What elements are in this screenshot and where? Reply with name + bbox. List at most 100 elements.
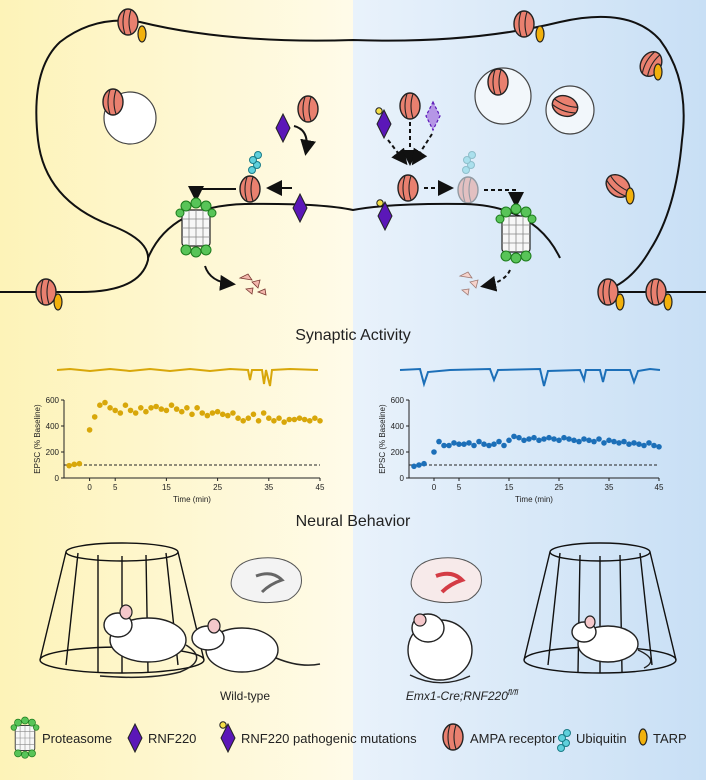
data-point [219, 411, 226, 418]
data-point [260, 410, 267, 416]
data-point [421, 460, 427, 467]
data-point [441, 442, 447, 449]
mutant-cage-illustration [523, 542, 677, 674]
data-point [281, 419, 287, 425]
data-point [245, 415, 252, 422]
data-point [556, 437, 562, 444]
x-tick-label: 5 [113, 483, 118, 492]
data-point [651, 442, 657, 449]
y-tick-label: 0 [55, 474, 60, 483]
data-point [461, 441, 467, 448]
y-tick-label: 0 [400, 474, 405, 483]
data-point [178, 408, 185, 415]
y-axis-label: EPSC (% Baseline) [378, 404, 387, 474]
data-point [143, 408, 149, 415]
data-point [566, 436, 572, 442]
data-point [240, 418, 246, 424]
x-tick-label: 25 [555, 483, 564, 492]
data-point [486, 442, 492, 449]
wt-epsc-trace [56, 367, 319, 387]
data-point [431, 449, 437, 455]
data-point [132, 410, 139, 416]
data-point [466, 440, 472, 446]
neural-behavior-title: Neural Behavior [296, 513, 411, 530]
data-point [636, 441, 642, 448]
data-point [76, 460, 83, 467]
data-point [102, 399, 108, 406]
data-point [91, 414, 98, 420]
y-axis-label: EPSC (% Baseline) [33, 404, 42, 474]
data-point [153, 403, 159, 410]
legend-proteasome-label: Proteasome [42, 731, 112, 746]
data-point [97, 402, 103, 409]
data-point [581, 436, 587, 442]
data-point [189, 411, 195, 418]
mutant-pathway [375, 10, 673, 311]
x-axis-label: Time (min) [515, 495, 553, 504]
wild-type-label: Wild-type [220, 689, 270, 703]
x-tick-label: 15 [505, 483, 514, 492]
mutant-label: Emx1-Cre;RNF220fl/fl [406, 688, 518, 703]
data-point [626, 441, 632, 448]
mutant-brain-icon [410, 557, 482, 604]
y-tick-label: 200 [46, 448, 60, 457]
data-point [481, 441, 487, 448]
data-point [656, 444, 662, 450]
wt-mouse-free [191, 618, 321, 673]
x-axis-label: Time (min) [173, 495, 211, 504]
data-point [86, 427, 93, 433]
legend-tarp-label: TARP [653, 731, 687, 746]
data-point [250, 411, 257, 418]
y-tick-label: 200 [391, 448, 405, 457]
data-point [117, 410, 124, 416]
data-point [456, 441, 462, 448]
data-point [526, 436, 532, 442]
data-point [301, 416, 308, 423]
spine-outline [0, 15, 706, 293]
y-tick-label: 600 [46, 396, 60, 405]
legend-ampa-icon [442, 723, 464, 751]
data-point [616, 440, 622, 446]
data-point [501, 442, 507, 449]
legend-rnf220-mutation-label: RNF220 pathogenic mutations [241, 731, 417, 746]
data-point [411, 463, 417, 470]
data-point [491, 441, 497, 448]
data-point [611, 438, 617, 445]
synaptic-activity-title: Synaptic Activity [295, 327, 411, 344]
data-point [225, 412, 231, 419]
data-point [436, 438, 442, 445]
x-tick-label: 0 [432, 483, 437, 492]
data-point [173, 406, 180, 412]
data-point [536, 437, 542, 444]
data-point [621, 438, 627, 445]
data-point [296, 415, 303, 422]
legend-proteasome-icon [10, 716, 40, 759]
legend: Proteasome RNF220 RNF220 pathogenic muta… [10, 716, 687, 759]
x-tick-label: 15 [162, 483, 171, 492]
x-tick-label: 35 [264, 483, 273, 492]
data-point [551, 436, 557, 442]
x-tick-label: 45 [316, 483, 325, 492]
data-point [209, 410, 216, 416]
mutant-mouse-caged [571, 615, 652, 669]
data-point [112, 407, 118, 414]
data-point [516, 434, 522, 441]
data-point [571, 437, 577, 444]
data-point [576, 438, 582, 445]
data-point [631, 440, 637, 446]
data-point [163, 407, 170, 414]
data-point [506, 437, 512, 444]
data-point [511, 433, 517, 440]
data-point [596, 436, 602, 442]
data-point [184, 405, 190, 411]
x-tick-label: 35 [605, 483, 614, 492]
y-tick-label: 400 [46, 422, 60, 431]
x-tick-label: 25 [213, 483, 222, 492]
data-point [122, 402, 129, 409]
data-point [204, 412, 211, 419]
data-point [446, 442, 452, 449]
data-point [194, 405, 200, 411]
